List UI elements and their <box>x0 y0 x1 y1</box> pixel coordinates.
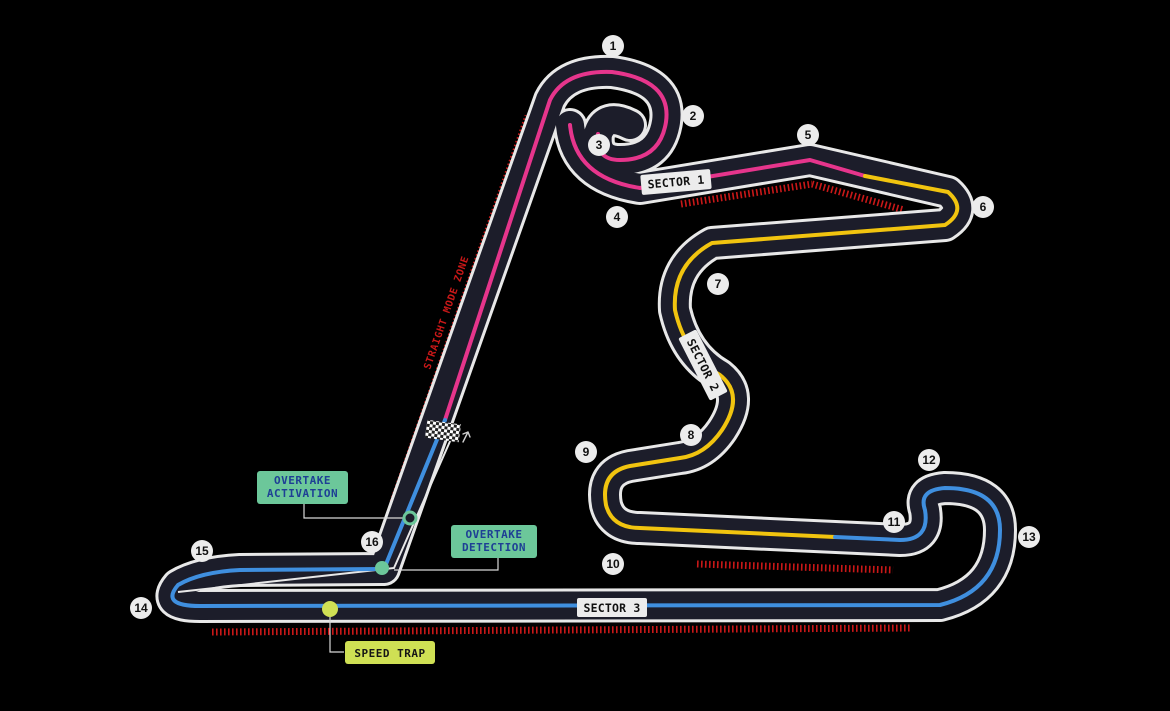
pit-lane <box>177 429 456 593</box>
turn-2-label: 2 <box>690 109 697 123</box>
turn-marker-14: 14 <box>130 597 152 619</box>
turn-3-label: 3 <box>596 138 603 152</box>
checkered-flag-icon <box>424 419 462 443</box>
overtake-detection-point <box>375 561 389 575</box>
sector-2-line <box>603 174 960 539</box>
turn-marker-16: 16 <box>361 531 383 553</box>
turn-6-label: 6 <box>980 200 987 214</box>
turn-14-label: 14 <box>134 601 148 615</box>
drs-zone-main-straight <box>211 624 913 636</box>
turn-13-label: 13 <box>1022 530 1036 544</box>
turn-5-label: 5 <box>805 128 812 142</box>
overtake-activation-callout: OVERTAKE ACTIVATION <box>257 471 348 504</box>
turn-8-label: 8 <box>688 428 695 442</box>
turn-16-label: 16 <box>365 535 379 549</box>
turn-marker-2: 2 <box>682 105 704 127</box>
turn-9-label: 9 <box>583 445 590 459</box>
turn-marker-1: 1 <box>602 35 624 57</box>
turn-1-label: 1 <box>610 39 617 53</box>
overtake-detection-callout: OVERTAKE DETECTION <box>451 525 537 558</box>
turn-marker-15: 15 <box>191 540 213 562</box>
overtake-detection-line2: DETECTION <box>462 541 526 554</box>
turn-marker-11: 11 <box>883 511 905 533</box>
turn-15-label: 15 <box>195 544 209 558</box>
speed-trap-point <box>322 601 338 617</box>
sector-3-badge: SECTOR 3 <box>577 598 647 617</box>
turn-marker-7: 7 <box>707 273 729 295</box>
sector-3-line <box>170 418 1002 608</box>
turn-markers: 1 2 3 4 5 6 7 8 <box>130 35 1040 619</box>
turn-marker-9: 9 <box>575 441 597 463</box>
turn-marker-13: 13 <box>1018 526 1040 548</box>
sector-1-label: SECTOR 1 <box>647 173 705 192</box>
turn-7-label: 7 <box>715 277 722 291</box>
turn-marker-10: 10 <box>602 553 624 575</box>
turn-4-label: 4 <box>614 210 621 224</box>
drs-zone-pre-t11 <box>696 560 894 574</box>
sector-3-label: SECTOR 3 <box>584 601 641 615</box>
turn-10-label: 10 <box>606 557 620 571</box>
turn-marker-6: 6 <box>972 196 994 218</box>
sector-1-line <box>443 69 867 422</box>
overtake-detection-line1: OVERTAKE <box>466 528 523 541</box>
speed-trap-label: SPEED TRAP <box>354 647 425 660</box>
overtake-activation-point <box>402 510 418 526</box>
speed-trap-callout: SPEED TRAP <box>345 641 435 664</box>
turn-marker-5: 5 <box>797 124 819 146</box>
callout-leaders <box>303 504 499 653</box>
overtake-activation-line2: ACTIVATION <box>267 487 338 500</box>
turn-marker-3: 3 <box>588 134 610 156</box>
sector-lines <box>170 69 1002 608</box>
overtake-activation-line1: OVERTAKE <box>274 474 331 487</box>
turn-12-label: 12 <box>922 453 936 467</box>
turn-11-label: 11 <box>888 515 901 529</box>
track <box>155 54 1017 623</box>
track-asphalt <box>158 57 1014 620</box>
turn-marker-8: 8 <box>680 424 702 446</box>
turn-marker-4: 4 <box>606 206 628 228</box>
arrow-icon <box>462 431 471 443</box>
sector-1-badge: SECTOR 1 <box>640 169 712 195</box>
turn-marker-12: 12 <box>918 449 940 471</box>
